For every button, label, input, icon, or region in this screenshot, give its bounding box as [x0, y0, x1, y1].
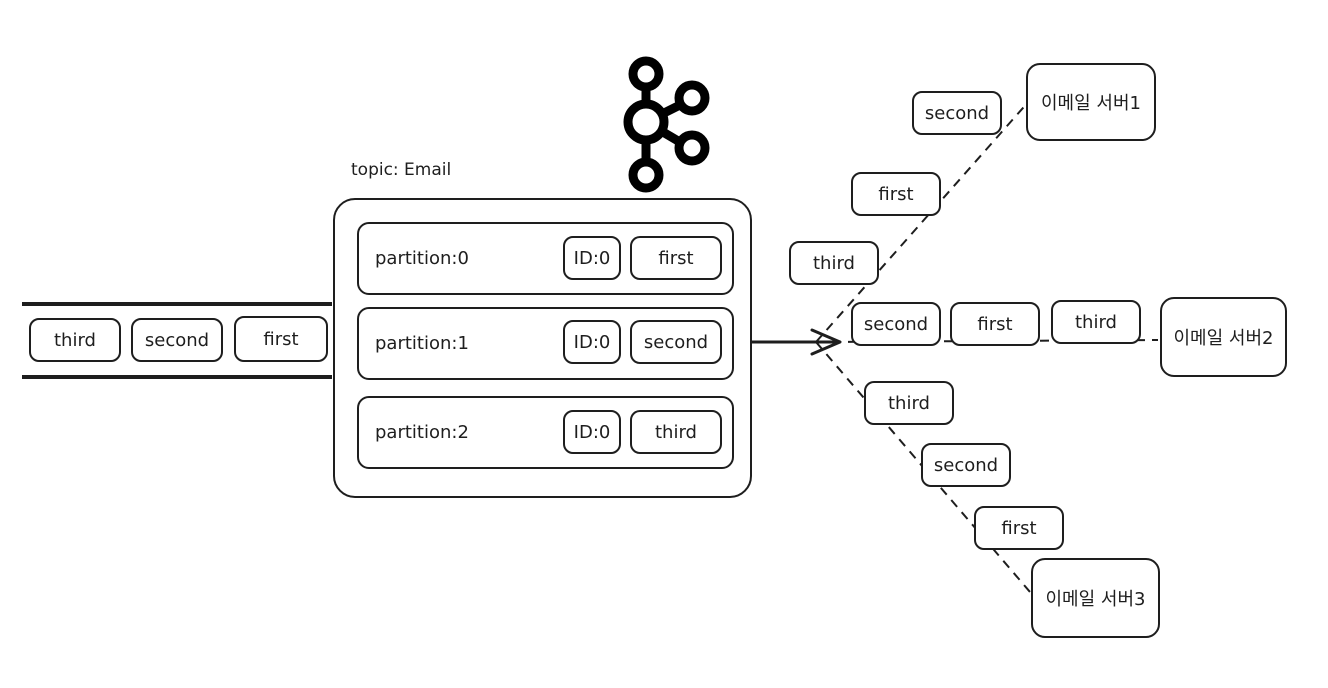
- server3-message-third: third: [864, 381, 954, 425]
- partition-0-name: partition:0: [375, 248, 469, 269]
- partition-2-name: partition:2: [375, 422, 469, 443]
- server3-message-first: first: [974, 506, 1064, 550]
- partition-0-message: first: [630, 236, 722, 280]
- server2-message-first: first: [950, 302, 1040, 346]
- partition-0-id: ID:0: [563, 236, 621, 280]
- server2-message-second: second: [851, 302, 941, 346]
- email-server-3: 이메일 서버3: [1031, 558, 1160, 638]
- partition-2: partition:2: [357, 396, 734, 469]
- server1-message-second: second: [912, 91, 1002, 135]
- queue-item-first: first: [234, 316, 328, 362]
- topic-label: topic: Email: [351, 160, 452, 180]
- partition-1-id: ID:0: [563, 320, 621, 364]
- server2-message-third: third: [1051, 300, 1141, 344]
- partition-1-message: second: [630, 320, 722, 364]
- email-server-2: 이메일 서버2: [1160, 297, 1287, 377]
- partition-1-name: partition:1: [375, 333, 469, 354]
- server1-message-first: first: [851, 172, 941, 216]
- server3-message-second: second: [921, 443, 1011, 487]
- server1-message-third: third: [789, 241, 879, 285]
- queue-item-third: third: [29, 318, 121, 362]
- queue-item-second: second: [131, 318, 223, 362]
- partition-2-id: ID:0: [563, 410, 621, 454]
- kafka-logo-icon: [623, 56, 710, 193]
- partition-2-message: third: [630, 410, 722, 454]
- dashed-line-server1: [815, 99, 1031, 343]
- email-server-1: 이메일 서버1: [1026, 63, 1156, 141]
